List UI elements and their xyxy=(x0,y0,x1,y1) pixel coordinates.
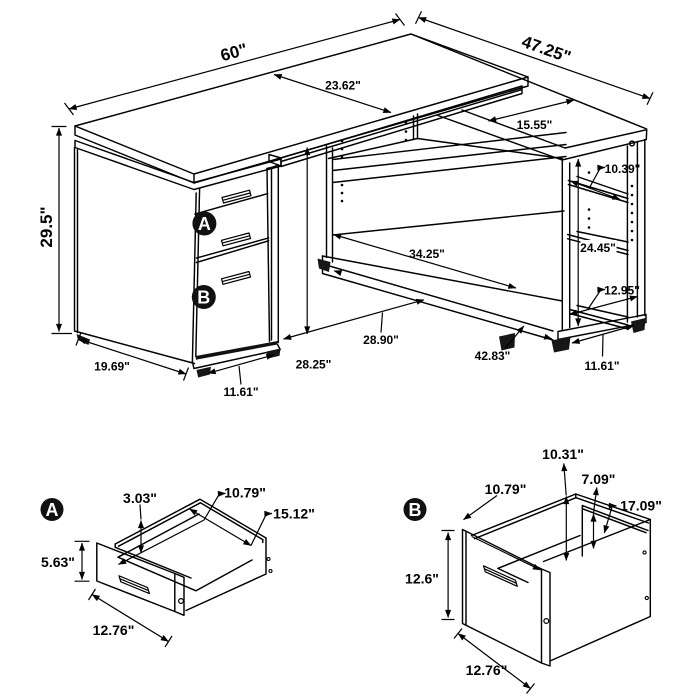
svg-text:B: B xyxy=(409,500,422,520)
svg-text:23.62": 23.62" xyxy=(325,78,361,92)
svg-text:11.61": 11.61" xyxy=(223,385,258,399)
svg-text:10.31": 10.31" xyxy=(542,446,584,462)
svg-text:15.55": 15.55" xyxy=(517,118,553,132)
svg-text:12.76": 12.76" xyxy=(93,622,135,638)
svg-text:11.61": 11.61" xyxy=(584,359,619,373)
svg-text:12.6": 12.6" xyxy=(405,571,439,587)
svg-text:12.95": 12.95" xyxy=(604,283,640,297)
svg-text:29.5": 29.5" xyxy=(37,206,56,247)
svg-text:A: A xyxy=(198,214,211,234)
svg-text:A: A xyxy=(46,500,59,520)
svg-text:10.79": 10.79" xyxy=(485,481,527,497)
svg-text:28.90": 28.90" xyxy=(363,333,399,347)
svg-text:5.63": 5.63" xyxy=(41,554,75,570)
svg-text:42.83": 42.83" xyxy=(475,349,511,363)
svg-text:19.69": 19.69" xyxy=(94,360,130,374)
svg-text:10.79": 10.79" xyxy=(224,485,266,501)
svg-text:34.25": 34.25" xyxy=(409,247,445,261)
svg-text:B: B xyxy=(197,288,210,308)
svg-text:17.09": 17.09" xyxy=(620,498,662,514)
svg-text:10.39": 10.39" xyxy=(605,162,641,176)
svg-text:15.12": 15.12" xyxy=(273,506,315,522)
svg-text:12.76": 12.76" xyxy=(466,662,508,678)
svg-text:28.25": 28.25" xyxy=(296,357,332,371)
svg-text:7.09": 7.09" xyxy=(582,471,616,487)
svg-text:24.45": 24.45" xyxy=(580,241,616,255)
svg-text:3.03": 3.03" xyxy=(123,490,157,506)
